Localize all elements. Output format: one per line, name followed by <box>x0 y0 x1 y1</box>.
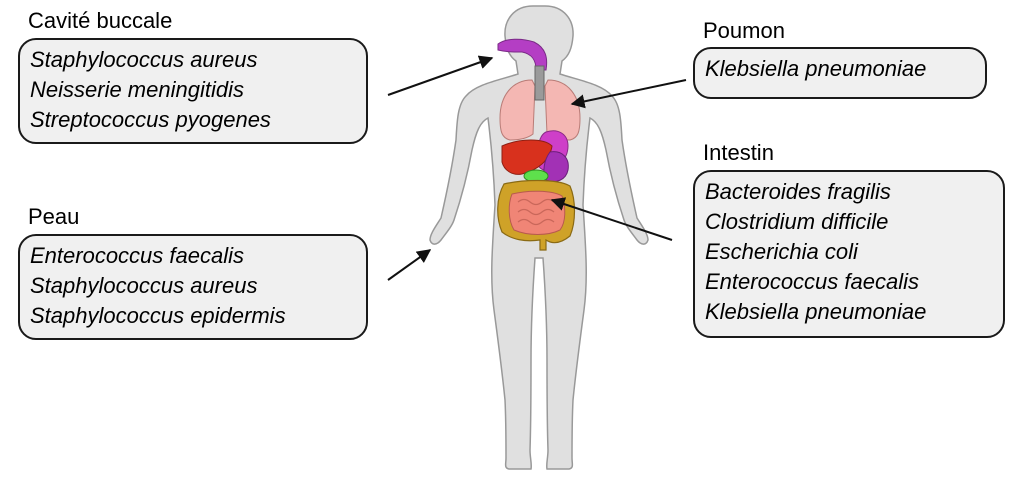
intestine-bacteria-item: Bacteroides fragilis <box>705 179 891 204</box>
intestine-heading: Intestin <box>703 140 774 165</box>
mouth-bacteria-item: Staphylococcus aureus <box>30 47 258 72</box>
lung-bacteria-item: Klebsiella pneumoniae <box>705 56 927 81</box>
arrow-lung <box>570 79 687 109</box>
arrow-mouth <box>387 55 494 96</box>
intestine-bacteria-item: Escherichia coli <box>705 239 858 264</box>
mouth-bacteria-box: Staphylococcus aureus Neisserie meningit… <box>18 38 368 144</box>
skin-bacteria-item: Enterococcus faecalis <box>30 243 244 268</box>
lung-heading: Poumon <box>703 18 785 43</box>
lung-bacteria-box: Klebsiella pneumoniae <box>693 47 987 99</box>
liver <box>501 139 553 175</box>
mouth-bacteria-item: Streptococcus pyogenes <box>30 107 271 132</box>
intestine-bacteria-item: Klebsiella pneumoniae <box>705 299 927 324</box>
small-intestine-folds <box>517 198 555 226</box>
arrow-intestine <box>550 197 673 241</box>
skin-heading: Peau <box>28 204 80 229</box>
pointer-arrows <box>387 55 687 281</box>
trachea <box>534 65 545 101</box>
mouth-heading: Cavité buccale <box>28 8 173 33</box>
arrow-skin <box>387 249 432 281</box>
skin-bacteria-item: Staphylococcus epidermis <box>30 303 286 328</box>
small-intestine <box>508 190 566 235</box>
organs <box>497 38 581 251</box>
intestine-bacteria-item: Clostridium difficile <box>705 209 889 234</box>
skin-bacteria-item: Staphylococcus aureus <box>30 273 258 298</box>
stomach <box>543 151 569 183</box>
intestine-bacteria-box: Bacteroides fragilis Clostridium diffici… <box>693 170 1005 338</box>
left-lung <box>499 79 536 141</box>
intestine-bacteria-item: Enterococcus faecalis <box>705 269 919 294</box>
skin-bacteria-box: Enterococcus faecalis Staphylococcus aur… <box>18 234 368 340</box>
mouth-bacteria-item: Neisserie meningitidis <box>30 77 244 102</box>
